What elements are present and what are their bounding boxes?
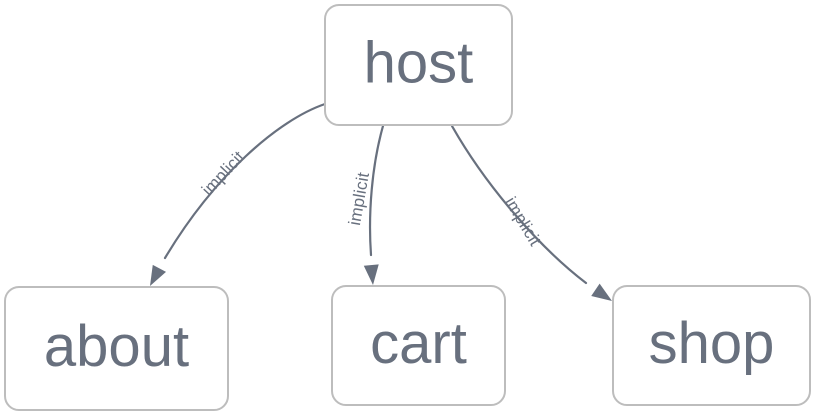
node-shape-shop[interactable]: [612, 285, 811, 406]
node-cart[interactable]: cart: [331, 285, 506, 406]
edge-line: [450, 124, 588, 285]
edge-host-to-about: [150, 102, 327, 286]
edge-label-host-to-cart: implicit: [345, 171, 373, 227]
edge-label-host-to-shop: implicit: [501, 194, 545, 250]
edge-host-to-shop: [450, 124, 612, 301]
node-shape-cart[interactable]: [331, 285, 506, 406]
edge-line: [163, 102, 327, 260]
node-label-cart: cart: [370, 311, 467, 376]
node-label-host: host: [364, 30, 474, 95]
edges-layer: [150, 102, 612, 301]
node-about[interactable]: about: [4, 286, 229, 411]
arrow-head-icon: [591, 283, 612, 301]
node-label-about: about: [44, 314, 189, 379]
edge-label-host-to-about: implicit: [198, 147, 248, 199]
node-shop[interactable]: shop: [612, 285, 811, 406]
edge-host-to-cart: [363, 124, 385, 285]
node-shape-host[interactable]: [324, 4, 513, 126]
node-shape-about[interactable]: [4, 286, 229, 411]
node-label-shop: shop: [649, 311, 775, 376]
nodes-layer: host about cart shop: [4, 4, 811, 411]
edge-line: [368, 124, 385, 257]
arrow-head-icon: [150, 264, 167, 286]
node-host[interactable]: host: [324, 4, 513, 126]
arrow-head-icon: [363, 264, 379, 285]
